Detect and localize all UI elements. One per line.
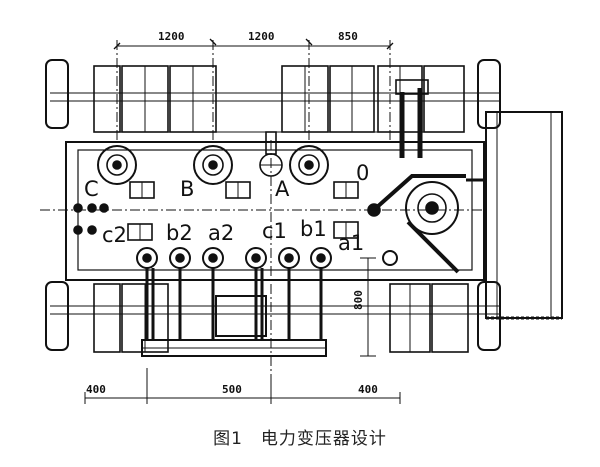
oil-pipe xyxy=(374,79,466,274)
lv-label-b2: b2 xyxy=(166,221,193,245)
dim-side: 800 xyxy=(352,290,365,310)
hv-bushings xyxy=(97,131,329,185)
dim-top-1: 1200 xyxy=(158,30,185,43)
bottom-radiators xyxy=(45,281,501,353)
hv-label-0: 0 xyxy=(356,161,369,185)
lv-bushings xyxy=(136,247,398,269)
hv-label-a: A xyxy=(275,177,290,201)
side-dimension-line xyxy=(360,257,376,357)
center-lines xyxy=(116,40,391,380)
bottom-dimension-lines xyxy=(84,368,401,404)
lv-label-c1: c1 xyxy=(262,219,287,243)
dim-top-2: 1200 xyxy=(248,30,275,43)
dim-bottom-2: 500 xyxy=(222,383,242,396)
lv-busbars xyxy=(141,268,327,357)
top-dimension-lines xyxy=(113,38,394,50)
dim-top-3: 850 xyxy=(338,30,358,43)
lv-label-a2: a2 xyxy=(208,221,234,245)
top-radiators xyxy=(45,59,501,133)
lv-label-c2: c2 xyxy=(102,223,127,247)
hv-label-c: C xyxy=(84,177,99,201)
lv-label-a1: a1 xyxy=(338,231,364,255)
figure-caption: 图1 电力变压器设计 xyxy=(213,429,387,449)
conservator-tank xyxy=(466,111,563,320)
lv-label-b1: b1 xyxy=(300,217,327,241)
tank-outline xyxy=(40,141,488,281)
terminal-boxes xyxy=(127,181,359,241)
left-studs xyxy=(73,203,381,235)
hv-label-b: B xyxy=(180,177,194,201)
dim-bottom-3: 400 xyxy=(358,383,378,396)
dim-bottom-1: 400 xyxy=(86,383,106,396)
